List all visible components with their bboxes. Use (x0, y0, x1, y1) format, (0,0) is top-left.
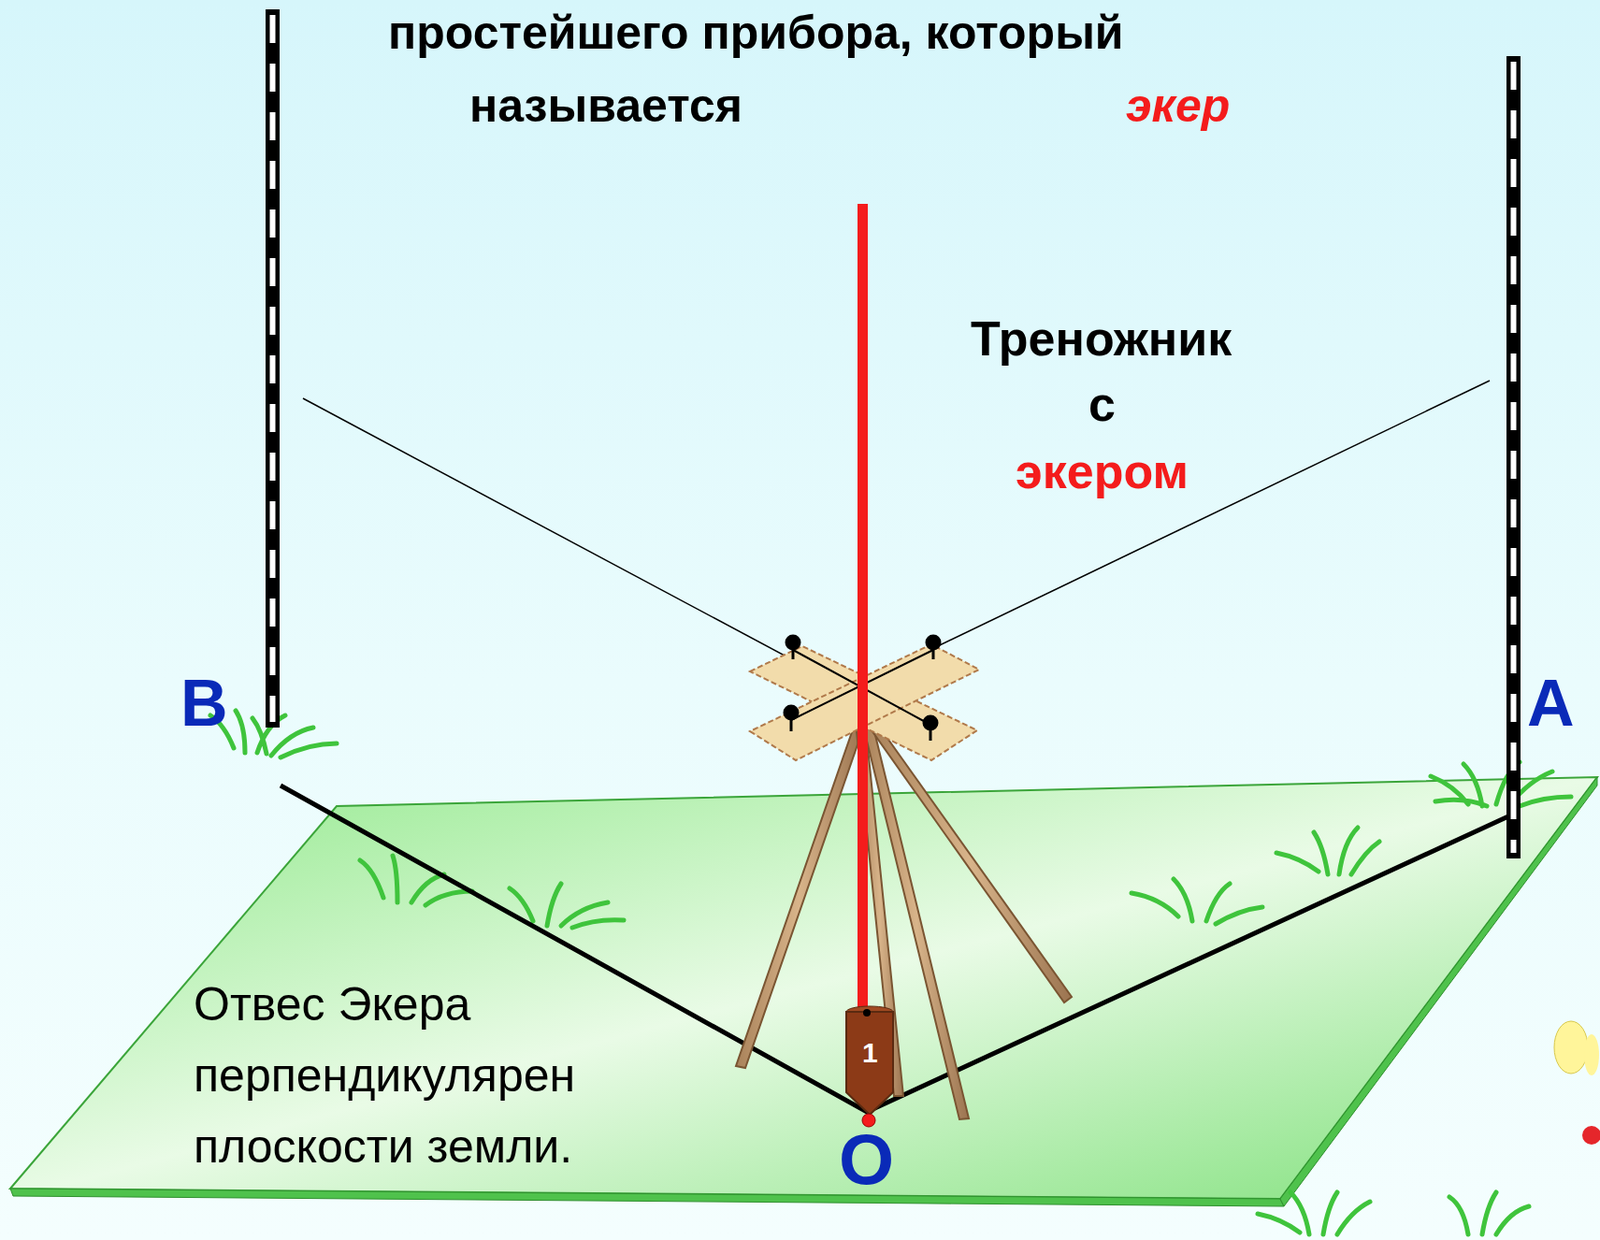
plumb-bob (846, 1006, 894, 1115)
range-pole (1506, 56, 1521, 859)
tripod-leg (735, 723, 1072, 1120)
point-label: O (838, 1120, 894, 1199)
term-red: экер (1125, 69, 1230, 143)
ground-edge (10, 1188, 1284, 1207)
title: простейшего прибора, который называется (388, 0, 1125, 143)
caption-line: с (1088, 374, 1116, 434)
caption-line: Треножник (970, 308, 1232, 369)
caption-line: экером (1015, 441, 1189, 502)
ground-plane (10, 777, 1598, 1199)
note: Отвес Экера перпендикулярен плоскости зе… (193, 968, 634, 1182)
point-label: B (180, 665, 229, 741)
range-pole (265, 9, 280, 728)
ground-edge (1280, 777, 1598, 1207)
point-label: A (1527, 665, 1575, 741)
flower (1554, 1021, 1600, 1145)
callout-number: 1 (862, 1036, 879, 1070)
plumb-line (857, 203, 868, 1014)
